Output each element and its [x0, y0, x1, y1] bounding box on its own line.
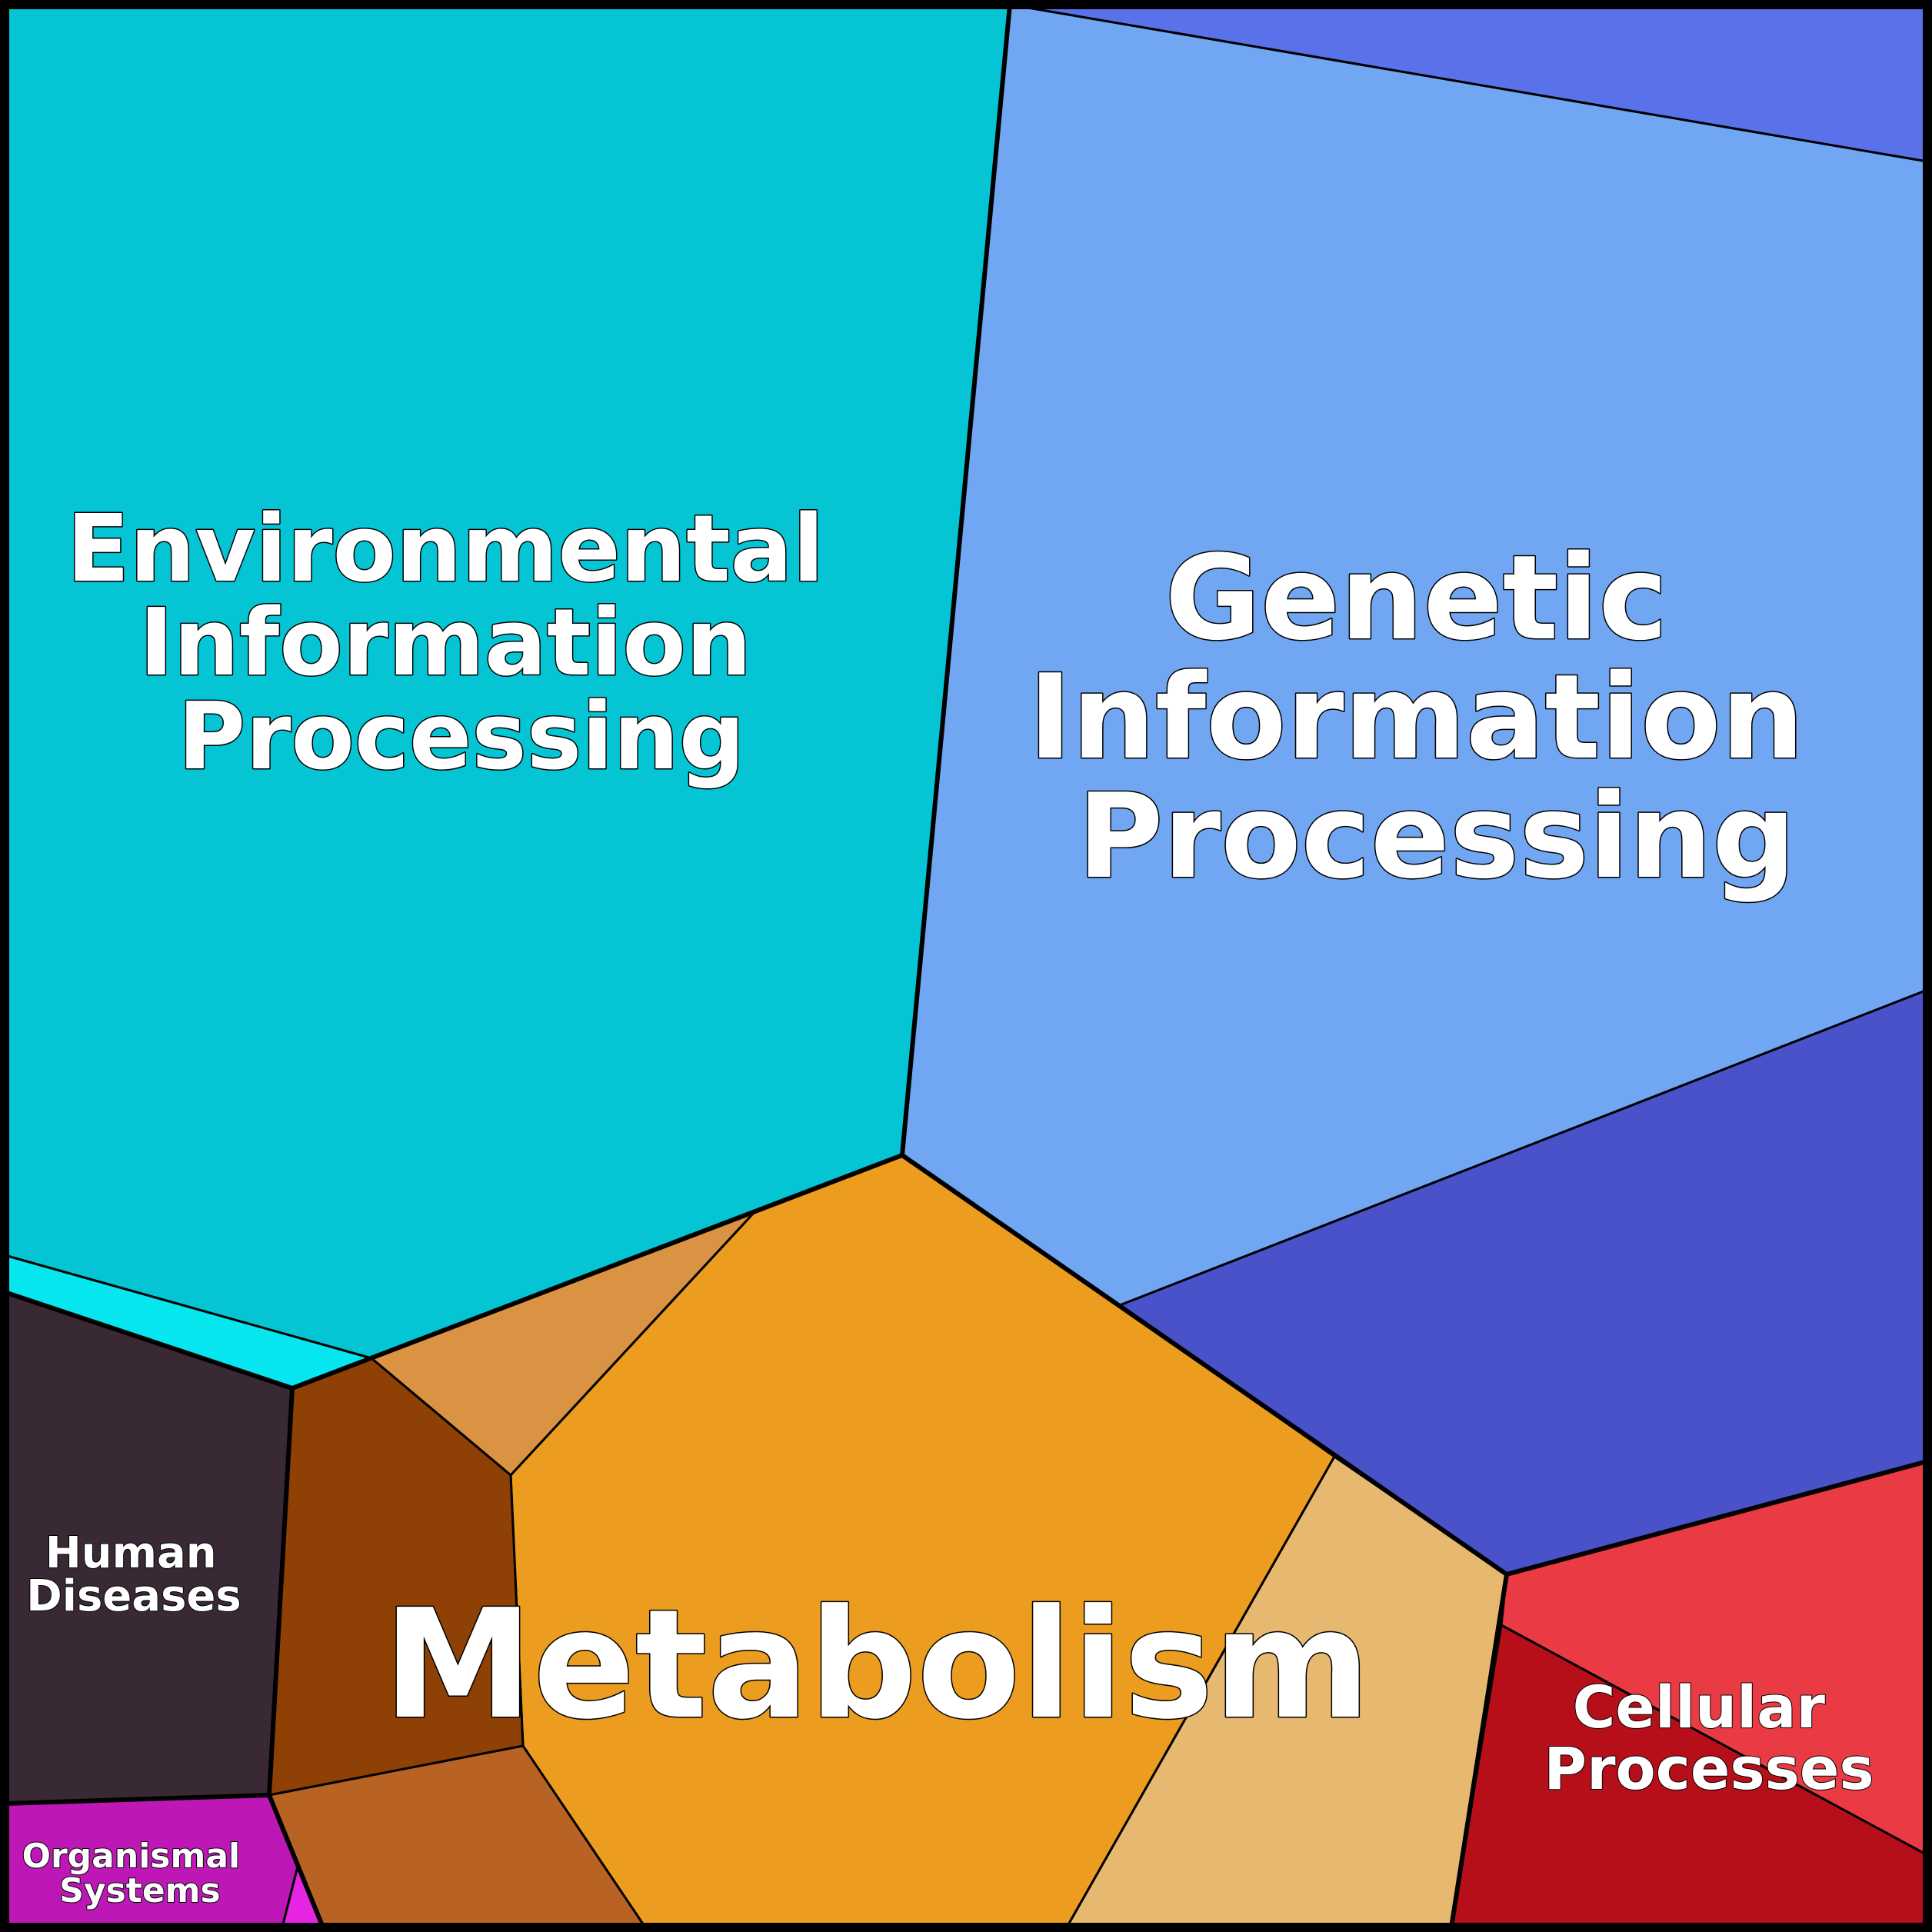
label-environmental-line-3: Processing: [178, 684, 744, 791]
label-genetic-line-2: Information: [1028, 649, 1804, 785]
border-environmental-metabolism: [290, 1153, 904, 1391]
label-metabolism: Metabolism: [383, 1577, 1371, 1753]
label-human-diseases-line-2: Diseases: [26, 1571, 241, 1621]
label-environmental: Environmental Information Processing: [67, 496, 857, 791]
genetic-region: [901, 3, 1929, 1576]
label-genetic-line-3: Processing: [1078, 768, 1796, 904]
label-organismal-line-2: Systems: [59, 1871, 220, 1910]
label-environmental-line-2: Information: [139, 590, 751, 697]
label-metabolism-line-1: Metabolism: [383, 1577, 1371, 1753]
metabolism-region: [268, 1154, 1508, 1929]
border-environmental-human: [2, 1290, 295, 1391]
label-genetic-line-1: Genetic: [1165, 530, 1668, 666]
border-human-organismal: [2, 1793, 271, 1806]
label-organismal-line-1: Organismal: [22, 1837, 241, 1876]
label-cellular-line-1: Cellular: [1573, 1673, 1826, 1741]
label-human-diseases-line-1: Human: [45, 1528, 217, 1578]
border-environmental-genetic: [900, 2, 1012, 1158]
border-metabolism-human: [267, 1386, 295, 1797]
border-genetic-metabolism: [900, 1153, 1509, 1577]
label-environmental-line-1: Environmental: [67, 496, 824, 603]
label-organismal: Organismal Systems: [22, 1837, 252, 1910]
border-genetic-cellular: [1504, 1459, 1930, 1577]
border-metabolism-cellular: [1449, 1572, 1509, 1930]
label-cellular-line-2: Processes: [1544, 1734, 1874, 1803]
label-genetic: Genetic Information Processing: [1028, 530, 1845, 904]
border-metabolism-organismal: [267, 1793, 325, 1930]
label-human-diseases: Human Diseases: [26, 1528, 241, 1621]
label-cellular: Cellular Processes: [1544, 1673, 1874, 1803]
